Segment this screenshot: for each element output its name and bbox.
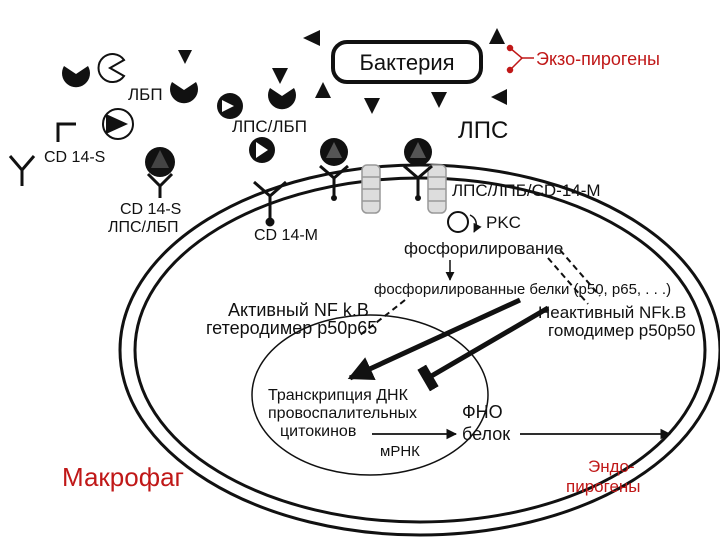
active-nfkb-label: Активный NF k.B [228, 300, 369, 320]
active-nfkb-sub-label: гетеродимер p50p65 [206, 318, 377, 338]
lps-lbp-label: ЛПС/ЛБП [232, 117, 307, 136]
mrna-label: мРНК [380, 443, 420, 460]
tnf-protein-label: белок [462, 424, 510, 444]
cd14s-complex-label-1: CD 14-S [120, 201, 181, 218]
bacteria-box [331, 40, 483, 84]
cd14m-label: CD 14-M [254, 227, 318, 244]
membrane-receptor-lbp [249, 137, 275, 163]
phosphorylation-label: фосфорилирование [404, 239, 563, 258]
pkc-icon [447, 211, 469, 233]
lps-label: ЛПС [458, 117, 508, 144]
membrane-receptor-empty [253, 180, 287, 227]
pkc-label: PKC [486, 213, 521, 232]
lbp-pacman-icon [170, 82, 199, 104]
inhibition-arrow [417, 305, 550, 392]
transcription-label-3: цитокинов [280, 423, 356, 440]
activation-arrow [347, 297, 522, 381]
lbp-particles [62, 53, 296, 110]
bacteria-label: Бактерия [359, 50, 454, 75]
lps-triangle-icon [364, 98, 380, 114]
lps-lbp-complex-2 [102, 108, 134, 140]
lps-triangle-icon [489, 28, 505, 44]
phospho-proteins-label: фосфорилированные белки (p50, p65, . . .… [374, 281, 671, 298]
lps-triangle-icon [491, 89, 507, 105]
membrane-receptor-bound-1 [319, 138, 349, 201]
transcription-label-2: провоспалительных [268, 405, 417, 422]
macrophage-label: Макрофаг [62, 462, 184, 492]
cd14s-label: CD 14-S [44, 149, 105, 166]
nucleus [251, 314, 489, 476]
cd14s-complex [145, 147, 175, 198]
exo-pyrogens-label: Экзо-пирогены [536, 49, 660, 69]
lps-particles [178, 28, 507, 114]
membrane-channel-right [427, 164, 447, 214]
dashed-path-right [559, 249, 601, 297]
cd14s-complex-label-2: ЛПС/ЛБП [108, 219, 179, 236]
pkc-loop-arrow [469, 214, 482, 233]
lps-triangle-icon [272, 68, 288, 84]
lps-lpb-cd14m-label: ЛПС/ЛПБ/CD-14-M [452, 181, 601, 200]
inactive-nfkb-sub-label: гомодимер p50p50 [548, 321, 696, 340]
membrane-receptor-bound-2 [403, 138, 433, 201]
lps-lbp-complex-1 [217, 93, 243, 119]
membrane-channel-left [361, 164, 381, 214]
tnf-label: ФНО [462, 402, 503, 422]
receptor-fragment-icon [56, 122, 76, 142]
cd14s-receptor-icon [8, 155, 36, 186]
lbp-pacman-icon [267, 88, 296, 110]
lps-triangle-icon [303, 30, 320, 46]
exo-pyrogen-bracket [506, 44, 534, 74]
endo-pyrogens-label-2: пирогены [566, 477, 641, 496]
dashed-path-left [359, 299, 406, 336]
endo-pyrogens-label-1: Эндо- [588, 457, 635, 476]
lbp-pacman-icon [62, 66, 90, 88]
lps-triangle-icon [178, 50, 192, 64]
dashed-path-right-2 [547, 257, 589, 305]
lbp-label: ЛБП [128, 85, 163, 104]
lps-triangle-icon [315, 82, 331, 98]
inactive-nfkb-label: Неактивный NFk.B [538, 303, 686, 322]
lbp-pacman-icon [97, 53, 126, 83]
transcription-label-1: Транскрипция ДНК [268, 387, 409, 404]
lps-triangle-icon [431, 92, 447, 108]
